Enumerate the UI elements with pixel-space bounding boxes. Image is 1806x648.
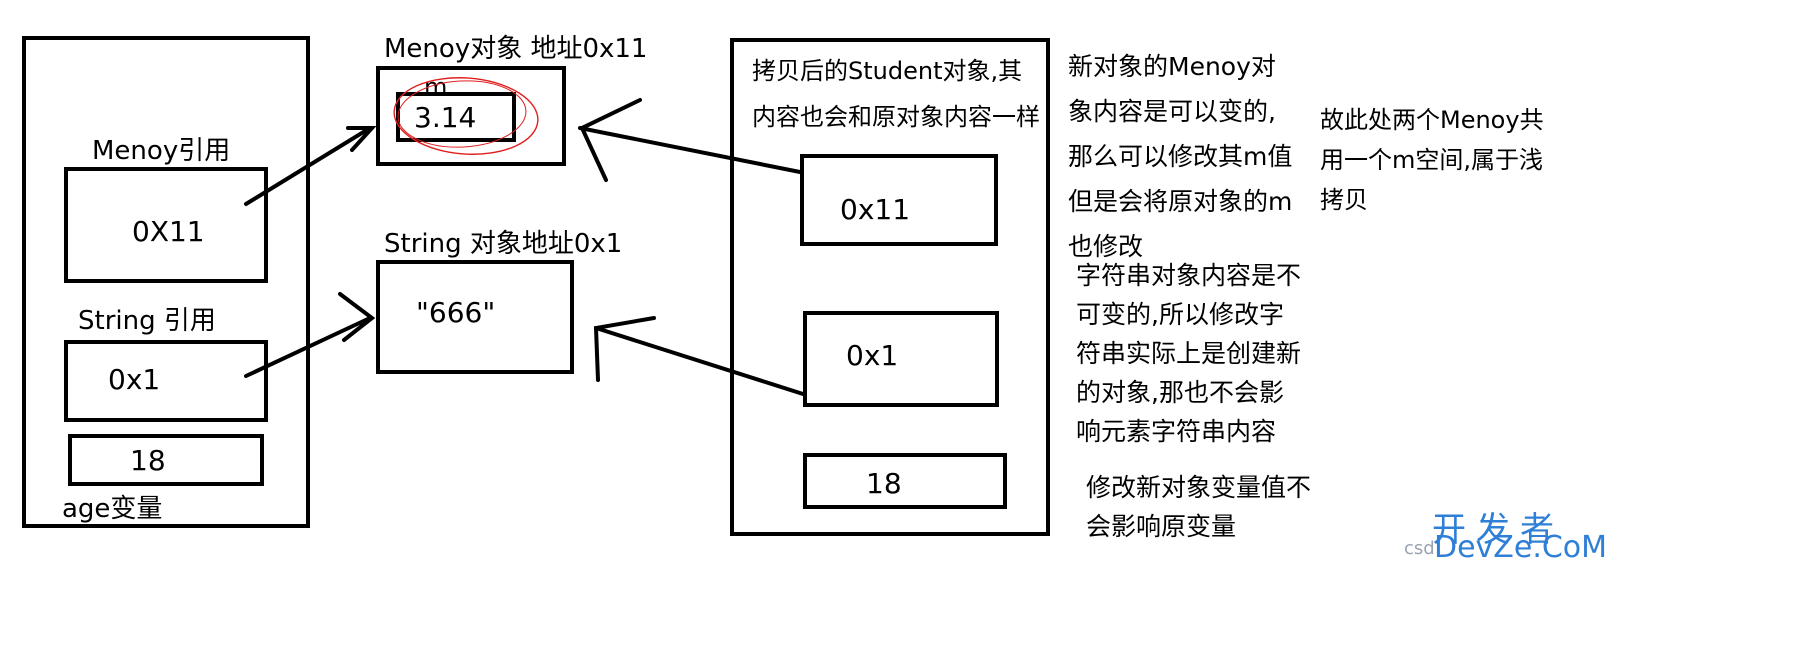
string-object-value: "666" <box>416 296 496 329</box>
original-student-object <box>22 36 310 528</box>
age-label: age变量 <box>62 494 163 524</box>
age-value: 18 <box>130 444 166 477</box>
menoy-object-title: Menoy对象 地址0x11 <box>384 34 648 64</box>
field-highlight-circle-inner <box>397 80 527 148</box>
string-object-box <box>376 260 574 374</box>
note-string-immutable: 字符串对象内容是不可变的,所以修改字符串实际上是创建新的对象,那也不会影响元素字… <box>1076 261 1302 446</box>
arrow-copied-menoy-ref <box>578 98 802 182</box>
copied-object-title: 拷贝后的Student对象,其内容也会和原对象内容一样 <box>752 57 1040 131</box>
arrow-menoy-ref <box>244 126 377 206</box>
note-primitive-var: 修改新对象变量值不会影响原变量 <box>1086 473 1312 541</box>
string-ref-box <box>64 340 268 422</box>
copied-student-object <box>730 38 1050 536</box>
menoy-ref-label: Menoy引用 <box>92 136 231 166</box>
note-menoy-mutable: 新对象的Menoy对象内容是可以变的,那么可以修改其m值但是会将原对象的m也修改 <box>1068 52 1293 261</box>
note-shallow-copy: 故此处两个Menoy共用一个m空间,属于浅拷贝 <box>1320 106 1544 214</box>
copied-age-box <box>803 453 1007 509</box>
menoy-object-box <box>376 66 566 166</box>
copied-age-value: 18 <box>866 467 902 500</box>
copied-string-ref-box <box>803 311 999 407</box>
copied-string-ref-value: 0x1 <box>846 339 899 372</box>
watermark-chinese: 开发者 <box>1432 510 1564 550</box>
arrow-string-ref <box>244 292 376 378</box>
menoy-ref-box <box>64 167 268 283</box>
copied-menoy-ref-box <box>800 154 998 246</box>
menoy-field-value: 3.14 <box>414 101 477 134</box>
string-object-title: String 对象地址0x1 <box>384 229 623 259</box>
string-ref-label: String 引用 <box>78 306 216 336</box>
copied-menoy-ref-value: 0x11 <box>840 193 911 226</box>
field-highlight-circle <box>393 77 539 155</box>
menoy-ref-value: 0X11 <box>132 215 205 248</box>
string-ref-value: 0x1 <box>108 363 161 396</box>
watermark-prefix: csd <box>1404 538 1435 559</box>
watermark-english: DevZe.CoM <box>1434 530 1608 565</box>
arrow-copied-string-ref <box>593 316 805 396</box>
age-box <box>68 434 264 486</box>
